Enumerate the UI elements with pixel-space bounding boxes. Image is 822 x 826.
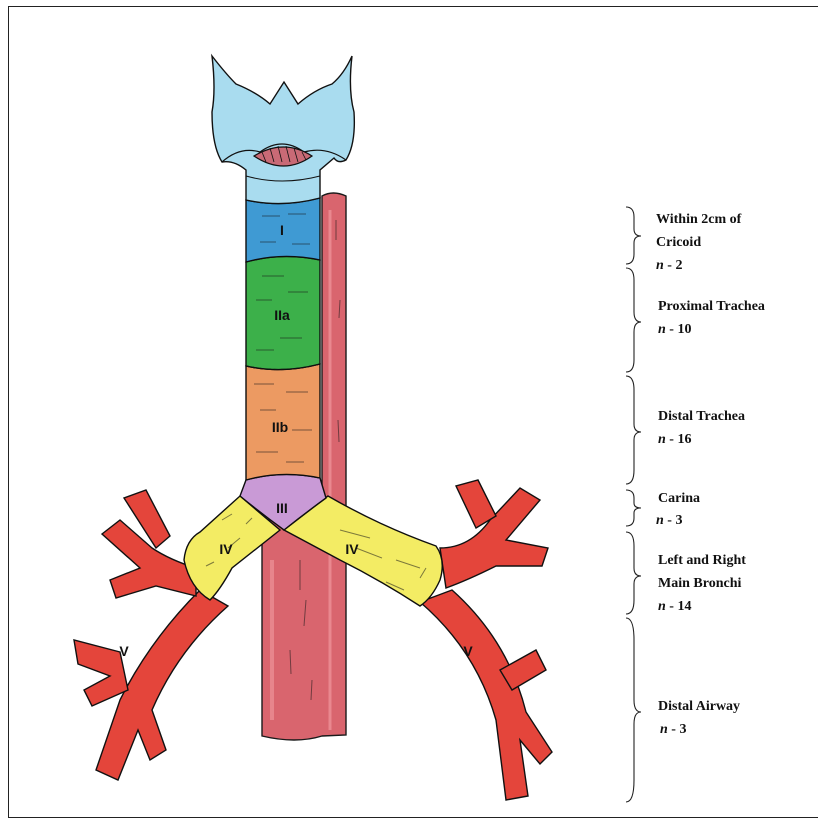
segment-5-title-line-2: Main Bronchi <box>658 576 741 591</box>
zone-v-right-label: V <box>463 643 473 659</box>
segment-4-title-line-1: Carina <box>658 491 700 506</box>
segment-5-title-line-1: Left and Right <box>658 553 746 568</box>
brace-distal-airway <box>626 618 641 802</box>
zone-iv-right-label: IV <box>345 541 359 557</box>
segment-1-title-line-1: Within 2cm of <box>656 212 742 227</box>
zone-v-left-label: V <box>119 643 129 659</box>
segment-2-count: n - 10 <box>658 322 691 337</box>
brace-distal-trachea <box>626 376 641 484</box>
segment-2-title-line-1: Proximal Trachea <box>658 299 765 314</box>
zone-iii-label: III <box>276 500 288 516</box>
segment-braces <box>626 207 641 802</box>
brace-within-2cm <box>626 207 641 264</box>
segment-labels: Within 2cm of Cricoid n - 2 Proximal Tra… <box>656 212 765 737</box>
segment-3-count: n - 16 <box>658 432 691 447</box>
zone-i-label: I <box>280 222 284 238</box>
segment-1-count: n - 2 <box>656 258 682 273</box>
brace-carina <box>626 490 641 526</box>
segment-5-count: n - 14 <box>658 599 691 614</box>
segment-3-title-line-1: Distal Trachea <box>658 409 745 424</box>
brace-main-bronchi <box>626 532 641 614</box>
segment-6-count: n - 3 <box>660 722 686 737</box>
larynx <box>212 56 354 204</box>
segment-1-title-line-2: Cricoid <box>656 235 701 250</box>
zone-iv-left-label: IV <box>219 541 233 557</box>
zone-iia-label: IIa <box>274 307 290 323</box>
brace-proximal-trachea <box>626 268 641 372</box>
right-distal-airway <box>420 480 552 800</box>
segment-6-title-line-1: Distal Airway <box>658 699 740 714</box>
segment-4-count: n - 3 <box>656 513 682 528</box>
zone-iib-label: IIb <box>272 419 288 435</box>
